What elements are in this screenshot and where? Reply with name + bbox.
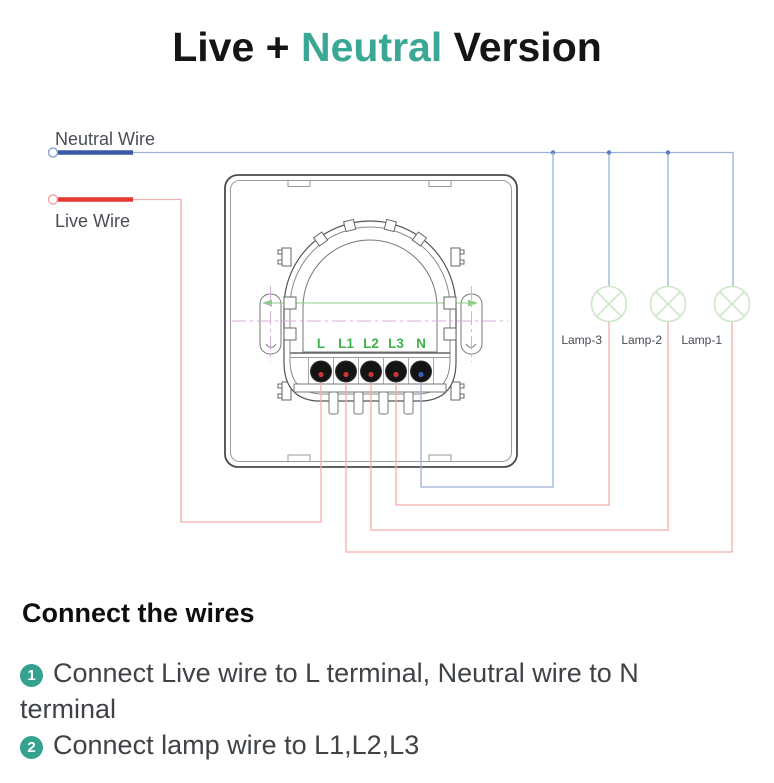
plate-notch (428, 180, 452, 187)
instruction-item-1: 1 Connect Live wire to L terminal, Neutra… (20, 655, 756, 727)
dimension-line-green (262, 299, 478, 307)
step-2-text: Connect lamp wire to L1,L2,L3 (53, 730, 420, 760)
neutral-wire-label: Neutral Wire (55, 129, 155, 149)
lamp-2-label: Lamp-2 (621, 333, 662, 347)
mounting-dome (232, 218, 508, 402)
step-1-text: Connect Live wire to L terminal, Neutral… (53, 658, 639, 688)
lamp-2-symbol (649, 285, 687, 323)
plate-notch (428, 454, 452, 462)
lamp-3-label: Lamp-3 (561, 333, 602, 347)
plate-notch (287, 180, 311, 187)
lamp-3-symbol (590, 285, 628, 323)
terminal-prongs (328, 391, 414, 415)
neutral-bus-wire (47, 147, 734, 286)
terminal-label-L1: L1 (338, 336, 354, 351)
mounting-clips (277, 247, 465, 401)
step-1-badge: 1 (20, 664, 43, 687)
terminal-block: L L1 L2 L3 N (290, 336, 450, 415)
instructions-section: Connect the wires 1 Connect Live wire to … (20, 598, 756, 763)
live-wire-label: Live Wire (55, 211, 130, 231)
terminal-screws (310, 360, 432, 383)
title-part2: Version (453, 24, 602, 70)
lamp-1-symbol (713, 285, 751, 323)
dome-tabs (283, 218, 457, 341)
page-title: Live + Neutral Version (0, 24, 774, 71)
wiring-diagram: L L1 L2 L3 N (47, 129, 751, 553)
step-2-badge: 2 (20, 736, 43, 759)
live-wire (47, 194, 322, 523)
instruction-item-2: 2 Connect lamp wire to L1,L2,L3 (20, 727, 756, 763)
l1-lamp1-wire (345, 322, 733, 553)
title-part1: Live + (172, 24, 301, 70)
n-terminal-wire (420, 152, 554, 488)
terminal-label-L2: L2 (363, 336, 379, 351)
centerlines-magenta (232, 286, 508, 362)
title-highlight: Neutral (300, 24, 443, 70)
l2-lamp2-wire (370, 322, 669, 531)
terminal-label-N: N (416, 336, 426, 351)
terminal-label-L3: L3 (388, 336, 404, 351)
instructions-heading: Connect the wires (22, 598, 255, 628)
lamp-1-label: Lamp-1 (681, 333, 722, 347)
plate-notch (287, 454, 311, 462)
terminal-label-L: L (317, 336, 325, 351)
step-1-text-wrap: terminal (20, 694, 117, 724)
l3-lamp3-wire (395, 322, 610, 506)
